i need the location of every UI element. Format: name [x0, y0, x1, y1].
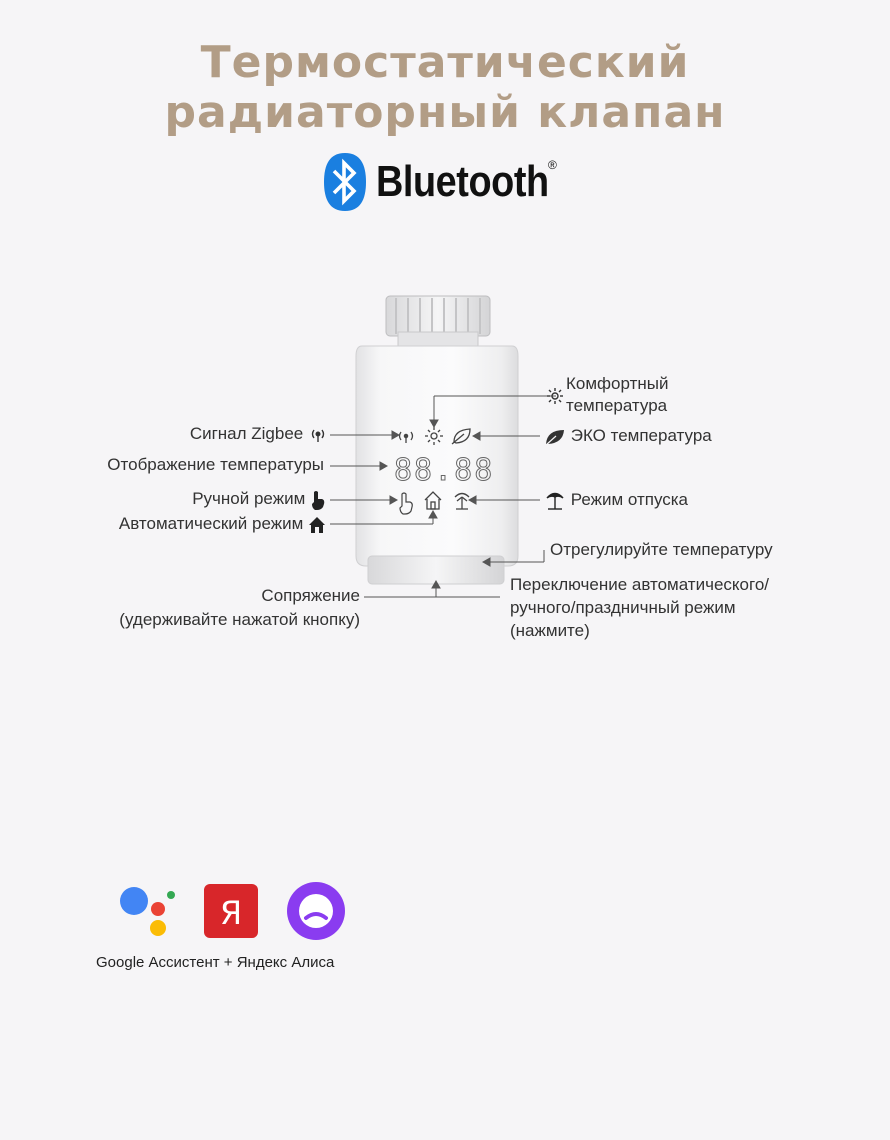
label-vacation-text: Режим отпуска [570, 490, 689, 509]
leader-lines [330, 395, 556, 598]
label-switch-line3: (нажмите) [510, 621, 590, 640]
label-auto: Автоматический режим [119, 513, 326, 535]
yandex-letter: Я [220, 894, 242, 932]
label-temp-display: Отображение температуры [107, 455, 324, 474]
page-title-line1: Термостатический [200, 37, 690, 88]
bluetooth-icon [324, 153, 366, 211]
assistant-logos: Я [120, 882, 345, 940]
assistants-caption: Google Ассистент + Яндекс Алиса [96, 954, 335, 971]
label-manual: Ручной режим [192, 488, 326, 510]
valve-diagram: 88.88 [330, 295, 556, 598]
label-comfort: Комфортный температура [546, 373, 668, 417]
vacation-palm-icon [454, 492, 470, 510]
comfort-sun-icon [547, 388, 563, 404]
zigbee-signal-icon [311, 429, 325, 442]
auto-house-icon [309, 516, 325, 533]
label-switch: Переключение автоматического/ ручного/пр… [510, 573, 769, 642]
manual-hand-icon [312, 490, 325, 510]
label-switch-line2: ручного/праздничный режим [510, 598, 736, 617]
label-zigbee-text: Сигнал Zigbee [189, 424, 304, 443]
label-pairing-line2: (удерживайте нажатой кнопку) [119, 610, 360, 629]
label-pairing: Сопряжение (удерживайте нажатой кнопку) [119, 584, 360, 632]
label-eco: ЭКО температура [544, 425, 712, 447]
label-switch-line1: Переключение автоматического/ [510, 575, 769, 594]
manual-hand-icon [399, 492, 413, 515]
eco-leaf-icon [451, 428, 471, 445]
auto-house-icon [424, 491, 442, 510]
bluetooth-logo: Bluetooth ® [322, 150, 572, 214]
comfort-sun-icon [425, 427, 443, 445]
page-title-line2: радиаторный клапан [164, 87, 726, 138]
label-eco-text: ЭКО температура [570, 426, 712, 445]
bluetooth-wordmark: Bluetooth [376, 157, 549, 206]
label-zigbee: Сигнал Zigbee [190, 423, 328, 445]
temperature-digits: 88.88 [394, 453, 494, 488]
label-manual-text: Ручной режим [192, 489, 306, 508]
label-comfort-line2: температура [566, 396, 668, 415]
yandex-icon: Я [204, 884, 258, 938]
vacation-palm-icon [546, 492, 564, 510]
google-assistant-icon [120, 887, 175, 936]
valve-nut [385, 295, 491, 347]
zigbee-signal-icon [398, 431, 414, 443]
label-adjust: Отрегулируйте температуру [550, 540, 773, 559]
eco-leaf-icon [545, 429, 564, 445]
label-vacation: Режим отпуска [544, 489, 688, 511]
label-comfort-line1: Комфортный [566, 374, 669, 393]
valve-body [355, 345, 519, 585]
alice-icon [287, 882, 345, 940]
registered-mark: ® [548, 158, 557, 172]
label-pairing-line1: Сопряжение [261, 586, 360, 605]
label-auto-text: Автоматический режим [118, 514, 304, 533]
